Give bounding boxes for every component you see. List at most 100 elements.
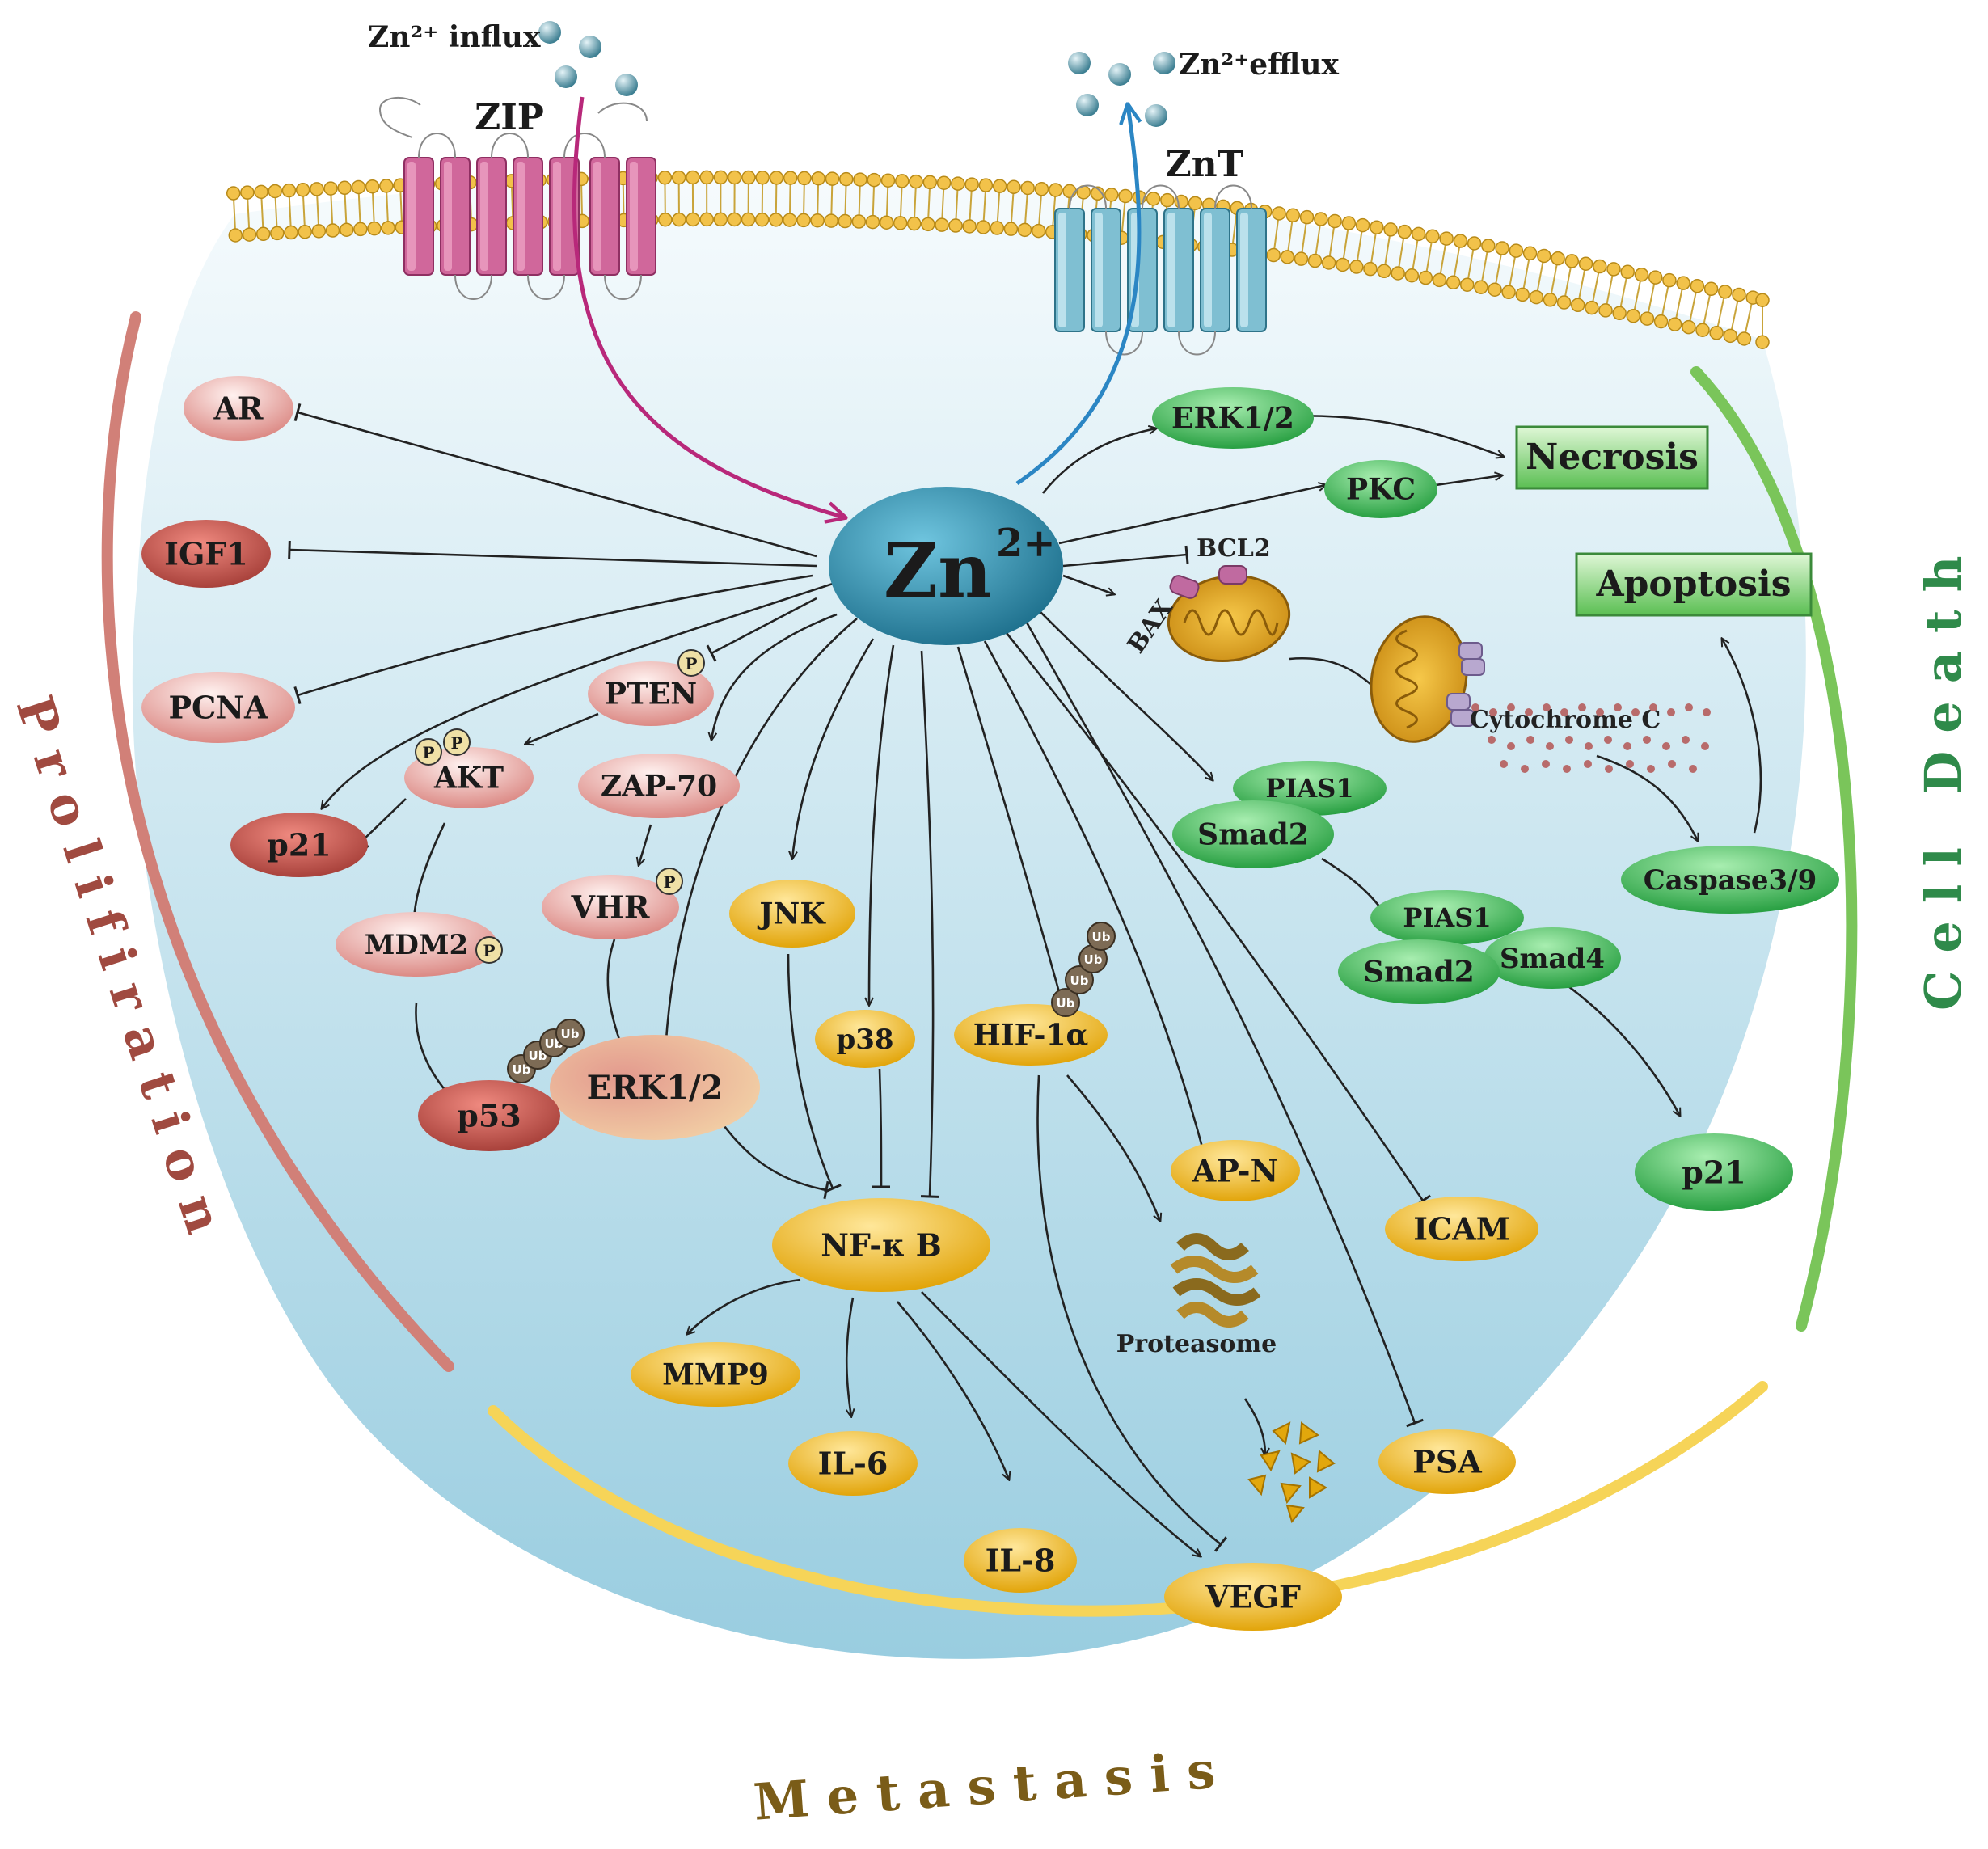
node-icam[interactable]: ICAM (1385, 1197, 1538, 1261)
node-mmp9[interactable]: MMP9 (631, 1342, 800, 1407)
svg-text:JNK: JNK (757, 897, 826, 931)
svg-text:AKT: AKT (433, 762, 504, 796)
node-smad2-b[interactable]: Smad2 (1338, 939, 1500, 1004)
ubiquitin-icon: Ub (561, 1027, 580, 1041)
proteasome-icon (1170, 1233, 1261, 1328)
node-igf1[interactable]: IGF1 (141, 520, 271, 588)
node-psa[interactable]: PSA (1378, 1429, 1516, 1494)
svg-text:MMP9: MMP9 (662, 1358, 769, 1392)
zip-label: ZIP (475, 97, 544, 138)
svg-text:AR: AR (213, 390, 263, 426)
efflux-arrow (1015, 105, 1139, 486)
bcl2-label: BCL2 (1197, 534, 1271, 563)
node-caspase[interactable]: Caspase3/9 (1621, 846, 1839, 914)
node-smad4[interactable]: Smad4 (1484, 927, 1621, 989)
svg-text:Zn: Zn (884, 527, 992, 614)
phospho-icon: P (663, 872, 675, 892)
svg-text:p21: p21 (267, 826, 331, 863)
svg-text:ERK1/2: ERK1/2 (587, 1069, 724, 1107)
ubiquitin-icon: Ub (1057, 996, 1075, 1011)
node-ar[interactable]: AR (184, 376, 293, 441)
node-zn[interactable]: Zn 2+ (829, 487, 1063, 645)
zn-influx-label: Zn²⁺ influx (368, 20, 541, 54)
znt-label: ZnT (1166, 144, 1244, 185)
node-mdm2[interactable]: MDM2 P (336, 912, 503, 977)
node-pten[interactable]: PTEN P (588, 649, 714, 726)
cell-death-label: Cell Death (1914, 538, 1973, 1011)
metastasis-label: Metastasis (752, 1739, 1235, 1831)
node-p21-red[interactable]: p21 (230, 813, 368, 877)
svg-text:p38: p38 (836, 1024, 893, 1056)
svg-text:IL-8: IL-8 (986, 1542, 1056, 1578)
svg-text:Smad4: Smad4 (1500, 943, 1605, 975)
degraded-fragments (1247, 1421, 1336, 1524)
svg-text:Apoptosis: Apoptosis (1596, 564, 1792, 605)
cell-death-arc (1690, 366, 1858, 1332)
svg-text:Smad2: Smad2 (1363, 956, 1475, 990)
svg-text:IL-6: IL-6 (818, 1445, 888, 1481)
svg-text:p21: p21 (1682, 1154, 1745, 1190)
ubiquitin-icon: Ub (1092, 930, 1111, 944)
svg-text:PTEN: PTEN (605, 678, 697, 711)
metastasis-arc (488, 1381, 1768, 1617)
svg-text:ICAM: ICAM (1413, 1210, 1510, 1247)
node-apn[interactable]: AP-N (1171, 1140, 1300, 1201)
svg-text:IGF1: IGF1 (164, 535, 248, 572)
node-erk-left[interactable]: ERK1/2 (550, 1035, 760, 1140)
zinc-ions-influx (538, 21, 638, 96)
node-jnk[interactable]: JNK (729, 880, 855, 948)
svg-text:p53: p53 (457, 1097, 521, 1133)
node-p21-green[interactable]: p21 (1635, 1133, 1793, 1211)
zn-efflux-label: Zn²⁺efflux (1179, 48, 1340, 82)
svg-text:NF-κ B: NF-κ B (821, 1226, 942, 1263)
svg-text:Necrosis: Necrosis (1526, 437, 1699, 478)
zip-transporter (378, 96, 656, 300)
proteasome-label: Proteasome (1116, 1330, 1277, 1358)
necrosis-box: Necrosis (1515, 425, 1709, 490)
node-pkc[interactable]: PKC (1324, 460, 1437, 518)
svg-text:Smad2: Smad2 (1197, 818, 1309, 852)
phospho-icon: P (483, 941, 495, 960)
svg-text:VEGF: VEGF (1205, 1578, 1301, 1615)
svg-text:PCNA: PCNA (168, 689, 268, 725)
ubiquitin-icon: Ub (1084, 952, 1103, 967)
node-vegf[interactable]: VEGF (1164, 1563, 1342, 1631)
svg-text:ERK1/2: ERK1/2 (1171, 402, 1294, 436)
mitochondrion-right (1370, 615, 1485, 743)
node-pcna[interactable]: PCNA (141, 672, 295, 743)
node-erk-right[interactable]: ERK1/2 (1152, 387, 1314, 449)
ubiquitin-icon: Ub (513, 1062, 531, 1077)
svg-text:PSA: PSA (1412, 1443, 1482, 1480)
influx-arrow (572, 96, 845, 517)
node-nfkb[interactable]: NF-κ B (772, 1198, 990, 1292)
node-vhr[interactable]: VHR P (542, 868, 683, 939)
svg-text:PKC: PKC (1346, 473, 1416, 507)
phospho-icon: P (422, 743, 434, 762)
node-p38[interactable]: p38 (815, 1010, 915, 1068)
node-pias1-b[interactable]: PIAS1 (1370, 890, 1524, 945)
phospho-icon: P (685, 654, 697, 673)
node-il6[interactable]: IL-6 (788, 1431, 918, 1496)
node-zap70[interactable]: ZAP-70 (578, 754, 740, 818)
svg-text:2+: 2+ (996, 521, 1056, 566)
mitochondrion-left (1167, 565, 1291, 663)
svg-text:ZAP-70: ZAP-70 (601, 770, 717, 804)
node-il8[interactable]: IL-8 (964, 1528, 1077, 1593)
ubiquitin-icon: Ub (1070, 973, 1089, 988)
svg-text:PIAS1: PIAS1 (1403, 902, 1491, 933)
phospho-icon: P (450, 733, 462, 753)
proliferation-arc (101, 311, 454, 1372)
svg-text:HIF-1α: HIF-1α (973, 1019, 1089, 1053)
ubiquitin-icon: Ub (529, 1049, 547, 1063)
cytoplasm (132, 175, 1806, 1659)
zinc-ions-efflux (1068, 52, 1175, 127)
node-smad2-a[interactable]: Smad2 (1172, 800, 1334, 868)
svg-text:VHR: VHR (571, 889, 650, 925)
pathway-edges (288, 403, 1762, 1556)
svg-text:PIAS1: PIAS1 (1265, 773, 1353, 804)
svg-text:MDM2: MDM2 (365, 929, 468, 961)
